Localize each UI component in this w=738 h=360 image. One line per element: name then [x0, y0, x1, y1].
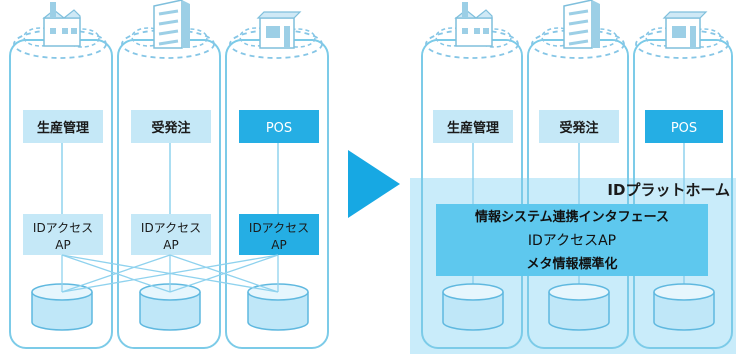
system-box [23, 110, 103, 143]
system-label: 生産管理 [37, 120, 89, 136]
building-icon [663, 11, 707, 49]
before-column-production: 生産管理 IDアクセス AP [9, 1, 113, 349]
platform-interface-box [436, 204, 708, 276]
database-icon [442, 283, 504, 331]
building-icon [152, 0, 192, 50]
id-access-box [23, 214, 103, 255]
building-icon [455, 1, 493, 47]
system-label: 受発注 [151, 120, 190, 136]
id-access-label-ap: AP [163, 238, 178, 252]
arrow-right-icon [348, 150, 400, 218]
system-label: 生産管理 [447, 120, 499, 136]
after-column-ordering: 受発注 [527, 0, 629, 349]
platform-line-meta: メタ情報標準化 [526, 256, 617, 272]
before-column-ordering: 受発注 IDアクセス AP [117, 0, 221, 349]
id-access-label: IDアクセス [249, 221, 309, 235]
database-icon [653, 283, 715, 331]
id-access-label-ap: AP [271, 238, 286, 252]
system-box [131, 110, 211, 143]
after-column-pos: POS [633, 11, 733, 349]
id-access-label: IDアクセス [141, 221, 201, 235]
system-label: 受発注 [559, 120, 598, 136]
building-icon [43, 1, 81, 47]
cross-connections [61, 254, 279, 293]
id-access-box [239, 214, 319, 255]
system-label: POS [671, 121, 697, 136]
platform-title: IDプラットホーム [607, 181, 730, 199]
before-panel: 生産管理 IDアクセス AP 受発注 IDアクセス AP POS [9, 0, 329, 349]
system-label: POS [266, 121, 292, 136]
system-box [239, 110, 319, 143]
building-icon [257, 11, 301, 49]
after-panel: 生産管理 受発注 POS IDプラットホーム [410, 0, 736, 354]
system-box [539, 110, 619, 143]
before-column-pos: POS IDアクセス AP [225, 11, 329, 349]
platform-line-access: IDアクセスAP [528, 233, 616, 249]
id-access-label: IDアクセス [33, 221, 93, 235]
id-access-label-ap: AP [55, 238, 70, 252]
database-icon [548, 283, 610, 331]
platform-line-interface: 情報システム連携インタフェース [475, 209, 669, 225]
system-box [645, 110, 723, 143]
after-column-production: 生産管理 [421, 1, 523, 349]
building-icon [562, 0, 602, 50]
system-box [433, 110, 513, 143]
id-access-box [131, 214, 211, 255]
